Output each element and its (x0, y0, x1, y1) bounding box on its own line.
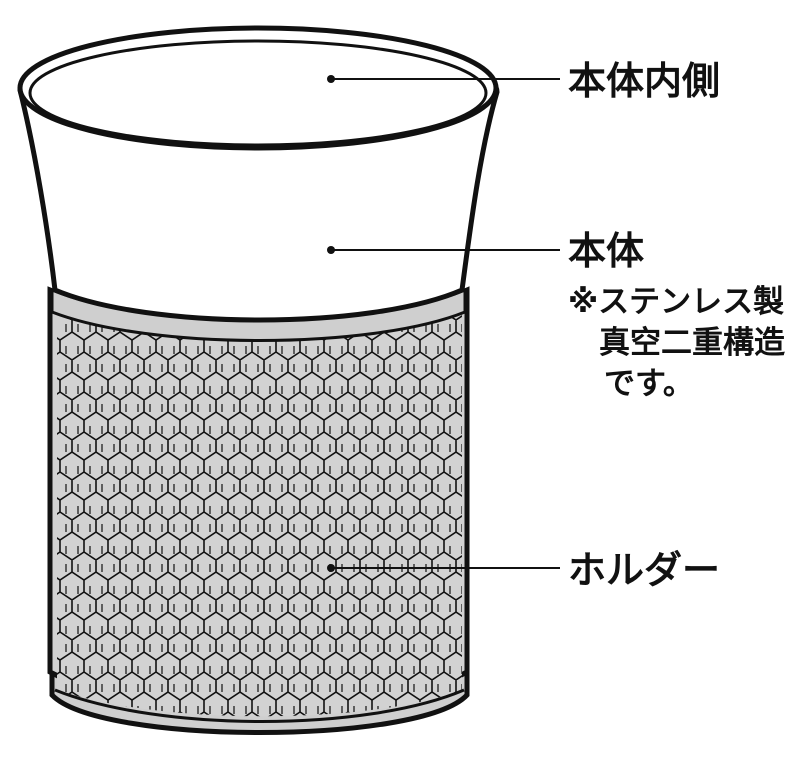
label-body: 本体 (568, 229, 645, 273)
holder-bottom-edge (54, 688, 465, 723)
holder-mesh-pattern (57, 310, 462, 717)
cup-rim-inner (28, 39, 488, 147)
note-line-3: です。 (604, 366, 694, 402)
label-holder: ホルダー (568, 548, 721, 592)
label-inner: 本体内側 (568, 59, 721, 103)
note-line-1: ※ステンレス製 (568, 284, 785, 320)
note-line-2: 真空二重構造 (568, 325, 785, 361)
